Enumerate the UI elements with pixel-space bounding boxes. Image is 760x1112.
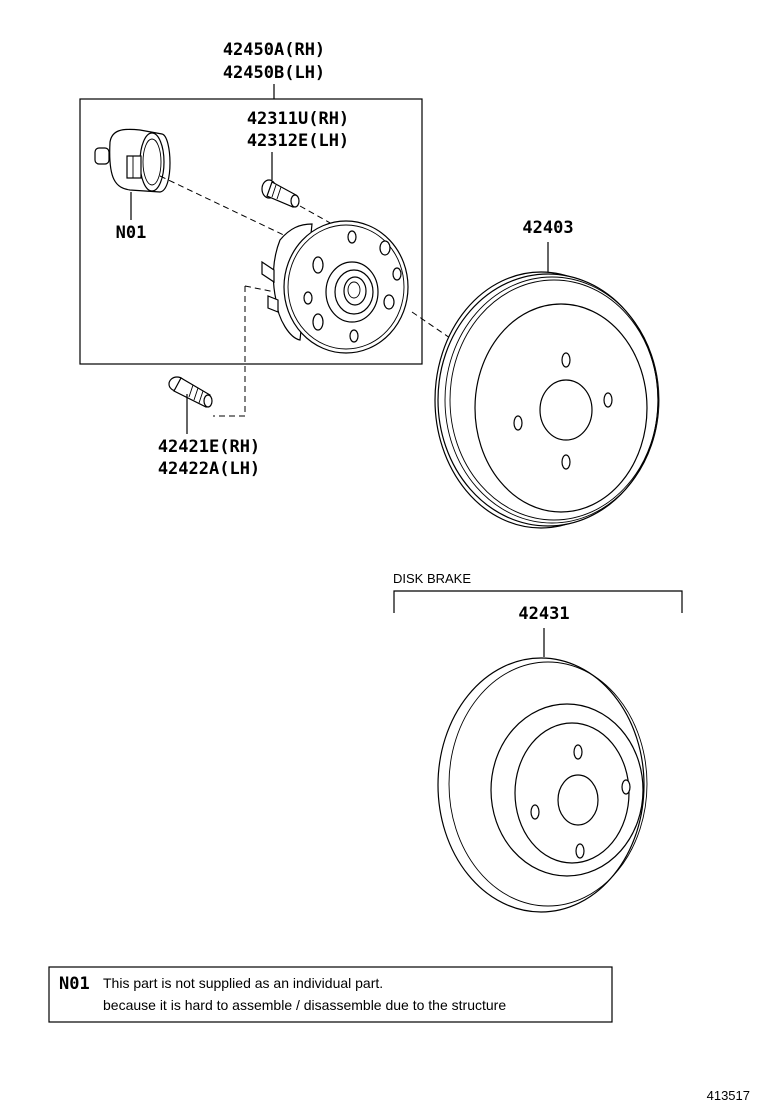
brake-drum-icon xyxy=(434,271,660,529)
label-disk-brake-section: DISK BRAKE xyxy=(393,571,471,586)
dashed-line-bolt-hub xyxy=(299,205,333,225)
hub-bearing-icon xyxy=(261,220,409,354)
dashed-line-sensor-hub xyxy=(159,175,291,239)
note-box xyxy=(48,966,613,1023)
hub-assembly-box xyxy=(79,98,423,365)
disk-brake-bracket xyxy=(393,590,683,613)
mount-bolt-icon xyxy=(168,376,213,408)
label-hub-assembly-lh[interactable]: 42450B(LH) xyxy=(223,63,325,83)
label-mount-bolt-lh[interactable]: 42422A(LH) xyxy=(158,459,260,479)
dashed-line-hub-drum xyxy=(411,311,451,339)
note-code: N01 xyxy=(59,974,90,994)
dashed-line-mount-bolt xyxy=(213,286,246,417)
label-brake-disc[interactable]: 42431 xyxy=(518,604,569,624)
dashed-line-mount-bolt-hub xyxy=(244,285,276,293)
label-brake-drum[interactable]: 42403 xyxy=(522,218,573,238)
label-hub-bolt-rh[interactable]: 42311U(RH) xyxy=(247,109,349,129)
note-line-1: This part is not supplied as an individu… xyxy=(103,975,383,991)
note-line-2: because it is hard to assemble / disasse… xyxy=(103,997,506,1013)
diagram-id: 413517 xyxy=(707,1088,750,1103)
label-hub-assembly-rh[interactable]: 42450A(RH) xyxy=(223,40,325,60)
label-hub-bolt-lh[interactable]: 42312E(LH) xyxy=(247,131,349,151)
brake-disc-icon xyxy=(437,657,648,913)
label-sensor-note-code[interactable]: N01 xyxy=(116,223,147,243)
hub-bolt-icon xyxy=(261,179,300,208)
speed-sensor-icon xyxy=(94,128,171,193)
label-mount-bolt-rh[interactable]: 42421E(RH) xyxy=(158,437,260,457)
